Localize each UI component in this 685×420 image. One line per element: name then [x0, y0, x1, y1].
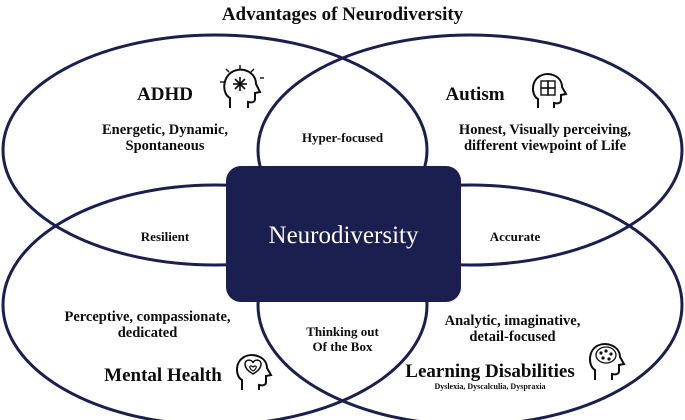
- adhd-trait-line: Spontaneous: [125, 138, 205, 155]
- puzzle-head-icon: [532, 73, 568, 108]
- autism-traits: Honest, Visually perceiving, different v…: [430, 122, 660, 154]
- autism-ellipse: [256, 33, 684, 267]
- learning-disabilities-ellipse: [256, 183, 684, 420]
- learning-disabilities-trait-line: Analytic, imaginative,: [444, 313, 581, 329]
- autism-trait-line: different viewpoint of Life: [463, 138, 627, 155]
- autism-trait-line: Honest, Visually perceiving,: [458, 122, 632, 138]
- overlap-bottom-line: Thinking out: [306, 324, 379, 339]
- overlap-bottom-line: Of the Box: [312, 338, 373, 354]
- diagram-title: Advantages of Neurodiversity: [221, 4, 464, 25]
- heart-brain-head-icon: [236, 354, 273, 390]
- adhd-trait-line: Energetic, Dynamic,: [101, 122, 229, 138]
- mental-health-trait-line: dedicated: [117, 325, 178, 342]
- learning-disabilities-label: Learning Disabilities: [405, 361, 575, 382]
- center-label: Neurodiversity: [268, 222, 419, 249]
- learning-disabilities-trait-line: detail-focused: [469, 329, 556, 346]
- learning-disabilities-subtitle: Dyslexia, Dyscalculia, Dyspraxia: [434, 382, 546, 391]
- overlap-bottom-label: Thinking out Of the Box: [280, 324, 405, 354]
- mental-health-traits: Perceptive, compassionate, dedicated: [40, 309, 255, 341]
- overlap-right-label: Accurate: [489, 229, 541, 244]
- mental-health-label: Mental Health: [104, 365, 222, 386]
- letters-numbers-head-icon: [589, 343, 626, 380]
- overlap-top-label: Hyper-focused: [301, 130, 384, 145]
- mental-health-ellipse: [1, 183, 429, 420]
- adhd-label: ADHD: [137, 84, 193, 105]
- adhd-traits: Energetic, Dynamic, Spontaneous: [60, 122, 270, 154]
- adhd-ellipse: [1, 33, 429, 267]
- autism-label: Autism: [445, 84, 505, 105]
- center-box: [226, 166, 461, 302]
- mental-health-trait-line: Perceptive, compassionate,: [64, 309, 231, 325]
- learning-disabilities-traits: Analytic, imaginative, detail-focused: [425, 313, 600, 345]
- brain-sparkle-head-icon: [220, 65, 264, 108]
- overlap-left-label: Resilient: [140, 229, 190, 244]
